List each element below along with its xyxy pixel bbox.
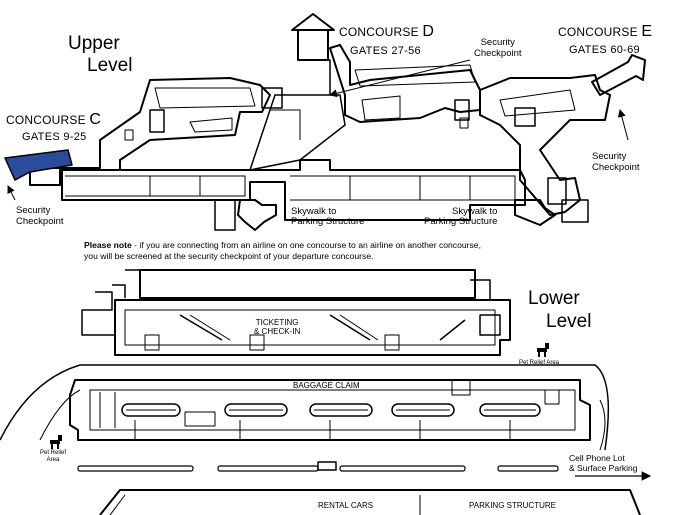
skywalk-left-label: Skywalk to Parking Structure — [291, 206, 365, 227]
connecting-note: Please note - if you are connecting from… — [84, 240, 481, 262]
parking-structure-label: PARKING STRUCTURE — [469, 501, 556, 510]
lower-level-title-line2: Level — [546, 311, 592, 332]
concourse-e-building — [479, 74, 611, 216]
lower-level-title-line1: Lower — [528, 288, 580, 309]
concourse-c-label[interactable]: CONCOURSE C — [6, 111, 102, 128]
concourse-c-security-checkpoint — [4, 149, 73, 181]
security-checkpoint-c-label: Security Checkpoint — [16, 205, 64, 227]
skywalk-right — [514, 199, 556, 226]
carousel-4 — [391, 403, 455, 417]
concourse-c-building — [29, 77, 271, 186]
concourse-d-label[interactable]: CONCOURSE D — [339, 23, 435, 40]
pet-relief-right-label: Pet Relief Area — [519, 360, 560, 366]
upper-terminal-building — [61, 159, 526, 221]
note-line-1: Please note - if you are connecting from… — [84, 240, 481, 250]
rental-cars-label: RENTAL CARS — [318, 501, 374, 510]
roadway-outer — [0, 364, 610, 451]
concourse-c-gates: GATES 9-25 — [22, 131, 87, 143]
concourse-d-gates: GATES 27-56 — [350, 45, 421, 57]
pet-relief-left-label: Pet Relief Area — [40, 450, 67, 463]
ticketing-label: TICKETING & CHECK-IN — [254, 318, 301, 336]
pet-relief-icon-right — [537, 343, 549, 357]
ticketing-building — [139, 269, 476, 299]
carousel-2 — [224, 403, 288, 417]
upper-level-title-line1: Upper — [68, 33, 120, 54]
skywalk-left — [237, 199, 277, 231]
baggage-claim-hall — [69, 379, 591, 441]
ticketing-hall — [114, 299, 511, 356]
note-line-2: you will be screened at the security che… — [84, 251, 374, 261]
carousel-1 — [121, 403, 181, 417]
skywalk-right-label: Skywalk to Parking Structure — [424, 206, 498, 227]
concourse-d-arrow — [291, 13, 335, 31]
carousel-3 — [309, 403, 373, 417]
upper-level-title-line2: Level — [87, 55, 133, 76]
baggage-claim-label: BAGGAGE CLAIM — [293, 381, 360, 390]
concourse-d-stem — [297, 29, 329, 61]
concourse-e-label[interactable]: CONCOURSE E — [558, 23, 653, 40]
pet-relief-icon-left — [50, 435, 62, 449]
security-checkpoint-e-label: Security Checkpoint — [592, 151, 640, 173]
concourse-e-arrow — [591, 54, 646, 96]
cell-phone-lot-label: Cell Phone Lot & Surface Parking — [569, 453, 638, 473]
concourse-e-gates: GATES 60-69 — [569, 44, 640, 56]
roadway-inner — [39, 389, 81, 441]
carousel-5 — [479, 403, 541, 417]
security-checkpoint-d-label: Security Checkpoint — [474, 37, 522, 59]
